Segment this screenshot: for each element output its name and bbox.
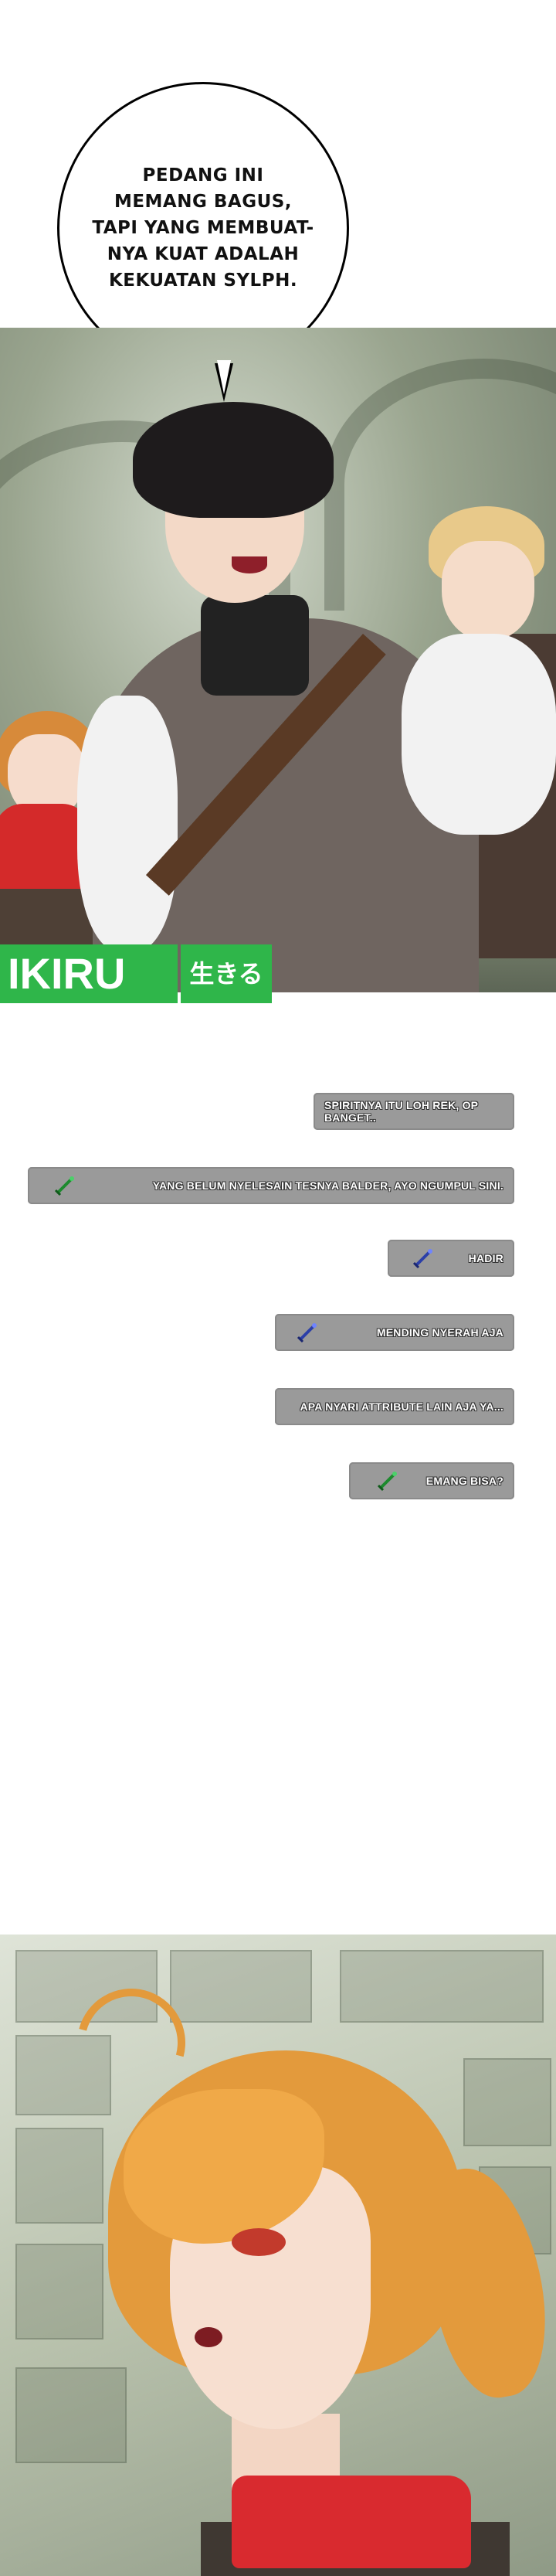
speech-line: NYA KUAT ADALAH bbox=[107, 244, 300, 264]
main-character-collar bbox=[201, 595, 309, 696]
wall-brick bbox=[15, 2244, 103, 2339]
comic-panel-2 bbox=[0, 1935, 556, 2576]
girl-mouth bbox=[195, 2327, 222, 2347]
chat-message-text: HADIR bbox=[468, 1252, 503, 1264]
wall-brick bbox=[340, 1950, 544, 2023]
watermark-brand: IKIRU bbox=[0, 944, 178, 1003]
chat-message-text: YANG BELUM NYELESAIN TESNYA BALDER, AYO … bbox=[152, 1179, 503, 1192]
main-character-mouth bbox=[232, 556, 267, 573]
main-character-sleeve bbox=[77, 696, 178, 951]
main-character-sleeve bbox=[402, 634, 556, 835]
wall-brick bbox=[15, 2035, 111, 2115]
blond-character-face bbox=[442, 541, 534, 641]
green-sword-icon bbox=[377, 1472, 397, 1492]
wall-brick bbox=[463, 2058, 551, 2146]
watermark-japanese: 生きる bbox=[181, 944, 272, 1003]
speech-line: MEMANG BAGUS, bbox=[114, 192, 293, 212]
chat-message: MENDING NYERAH AJA bbox=[275, 1314, 514, 1351]
chat-message: APA NYARI ATTRIBUTE LAIN AJA YA... bbox=[275, 1388, 514, 1425]
speech-bubble-tail-inner bbox=[217, 360, 231, 394]
wall-brick bbox=[15, 1950, 158, 2023]
wall-brick bbox=[170, 1950, 312, 2023]
chat-message: EMANG BISA? bbox=[349, 1462, 514, 1499]
chat-message: SPIRITNYA ITU LOH REK, OP BANGET.. bbox=[314, 1093, 514, 1130]
speech-line: KEKUATAN SYLPH. bbox=[108, 271, 298, 291]
speech-line: TAPI YANG MEMBUAT- bbox=[92, 218, 314, 238]
chat-message: YANG BELUM NYELESAIN TESNYA BALDER, AYO … bbox=[28, 1167, 514, 1204]
speech-bubble: PEDANG INI MEMANG BAGUS, TAPI YANG MEMBU… bbox=[57, 82, 349, 374]
blue-sword-icon bbox=[297, 1323, 317, 1343]
chat-message-text: APA NYARI ATTRIBUTE LAIN AJA YA... bbox=[300, 1400, 503, 1413]
blue-sword-icon bbox=[412, 1249, 432, 1269]
main-character-hair bbox=[133, 402, 334, 518]
wall-brick bbox=[15, 2128, 103, 2224]
speech-line: PEDANG INI bbox=[142, 165, 264, 185]
ikiru-watermark: IKIRU 生きる bbox=[0, 944, 272, 1003]
speech-bubble-text: PEDANG INI MEMANG BAGUS, TAPI YANG MEMBU… bbox=[92, 162, 314, 294]
chat-message-text: EMANG BISA? bbox=[425, 1475, 503, 1487]
girl-eye bbox=[232, 2228, 286, 2256]
wall-brick bbox=[15, 2367, 127, 2463]
chat-message-text: MENDING NYERAH AJA bbox=[376, 1326, 503, 1339]
chat-message-text: SPIRITNYA ITU LOH REK, OP BANGET.. bbox=[324, 1099, 478, 1124]
chat-message: HADIR bbox=[388, 1240, 514, 1277]
green-sword-icon bbox=[54, 1176, 74, 1196]
girl-scarf bbox=[232, 2476, 471, 2568]
